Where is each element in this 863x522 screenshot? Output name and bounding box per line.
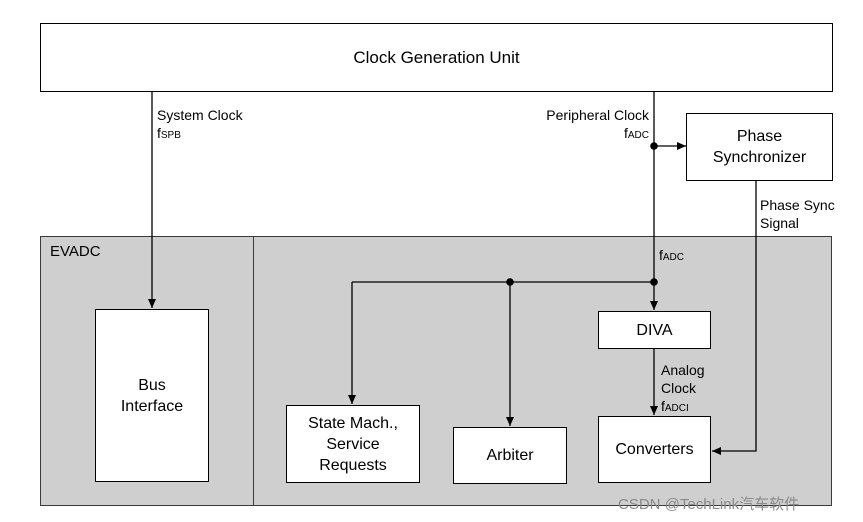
phase-sync-signal-line2: Signal xyxy=(760,215,799,231)
arbiter-label: Arbiter xyxy=(486,447,534,464)
phase-synchronizer-line2: Synchronizer xyxy=(712,149,807,166)
converters-box: Converters xyxy=(598,416,711,483)
fadc-inner-main: f xyxy=(659,247,663,263)
converters-label: Converters xyxy=(615,441,694,458)
peripheral-clock-freq: fADC xyxy=(520,124,649,145)
analog-clock-line2: Clock xyxy=(661,380,697,396)
analog-clock-freq: fADCI xyxy=(661,397,705,418)
state-machine-line2: Service xyxy=(326,435,380,453)
bus-interface-box: Bus Interface xyxy=(95,309,209,482)
analog-clock-label: Analog Clock fADCI xyxy=(661,361,705,418)
state-machine-line1: State Mach., xyxy=(308,414,398,432)
phase-synchronizer-box: Phase Synchronizer xyxy=(686,113,833,181)
fadc-inner-sub: ADC xyxy=(662,252,685,263)
system-clock-freq: fSPB xyxy=(157,124,243,145)
phase-synchronizer-line1: Phase xyxy=(736,128,783,145)
state-machine-line3: Requests xyxy=(319,456,387,474)
fadc-inner-label: fADC xyxy=(659,246,684,267)
phase-sync-signal-line xyxy=(712,180,757,455)
watermark-text: CSDN @TechLink汽车软件 xyxy=(618,496,800,513)
peripheral-clock-label: Peripheral Clock fADC xyxy=(520,106,649,145)
diva-label: DIVA xyxy=(636,321,673,339)
peripheral-clock-text: Peripheral Clock xyxy=(546,107,649,123)
system-clock-freq-main: f xyxy=(157,125,161,141)
junction-dot-phase xyxy=(650,142,658,150)
system-clock-freq-sub: SPB xyxy=(160,130,181,141)
diva-box: DIVA xyxy=(598,311,711,349)
analog-clock-freq-sub: ADCI xyxy=(664,403,689,414)
phase-sync-signal-label: Phase Sync Signal xyxy=(760,196,835,232)
junction-dot-fadc xyxy=(650,278,658,286)
state-machine-box: State Mach., Service Requests xyxy=(286,405,420,483)
bus-interface-line1: Bus xyxy=(138,376,166,394)
junction-dot-arbiter xyxy=(506,278,514,286)
system-clock-text: System Clock xyxy=(157,107,243,123)
analog-clock-line1: Analog xyxy=(661,362,705,378)
clock-generation-unit-box: Clock Generation Unit xyxy=(40,23,833,92)
arbiter-box: Arbiter xyxy=(453,427,567,484)
peripheral-clock-freq-sub: ADC xyxy=(627,130,649,141)
evadc-label: EVADC xyxy=(50,243,101,260)
system-clock-label: System Clock fSPB xyxy=(157,106,243,145)
clock-generation-unit-label: Clock Generation Unit xyxy=(353,48,520,67)
bus-interface-line2: Interface xyxy=(120,397,184,415)
analog-clock-freq-main: f xyxy=(661,398,665,414)
phase-sync-signal-line1: Phase Sync xyxy=(760,197,835,213)
peripheral-clock-freq-main: f xyxy=(623,125,628,141)
